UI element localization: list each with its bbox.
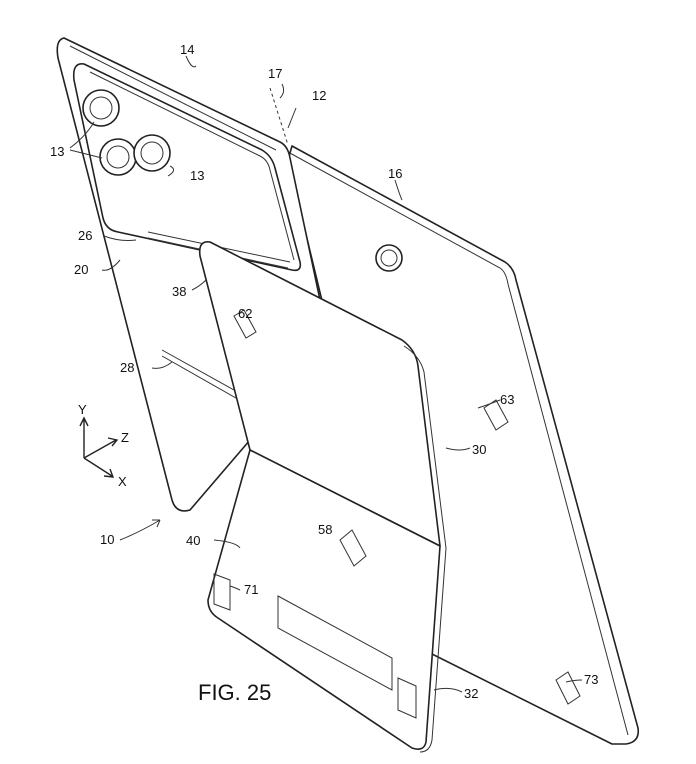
label-62: 62 xyxy=(238,306,252,321)
component-71 xyxy=(213,573,231,611)
coordinate-axes xyxy=(79,416,119,478)
left-housing-panel xyxy=(56,37,321,512)
rear-sensor-icon xyxy=(375,244,403,272)
label-13a: 13 xyxy=(50,144,64,159)
display-strip xyxy=(277,595,393,691)
label-28: 28 xyxy=(120,360,134,375)
label-12: 12 xyxy=(312,88,326,103)
axis-z-label: Z xyxy=(121,430,129,445)
label-30: 30 xyxy=(472,442,486,457)
label-40: 40 xyxy=(186,533,200,548)
label-20: 20 xyxy=(74,262,88,277)
label-71: 71 xyxy=(244,582,258,597)
label-10: 10 xyxy=(100,532,114,547)
label-38: 38 xyxy=(172,284,186,299)
component-62 xyxy=(233,309,257,339)
folding-card-30 xyxy=(198,240,447,753)
component-58 xyxy=(339,529,367,567)
label-13b: 13 xyxy=(190,168,204,183)
axis-y-label: Y xyxy=(78,402,87,417)
label-14: 14 xyxy=(180,42,194,57)
lower-flap-40 xyxy=(207,449,441,750)
label-58: 58 xyxy=(318,522,332,537)
label-32: 32 xyxy=(464,686,478,701)
component-73 xyxy=(555,671,581,705)
figure-caption: FIG. 25 xyxy=(198,680,271,705)
right-housing-panel xyxy=(287,145,640,745)
label-16: 16 xyxy=(388,166,402,181)
axis-x-label: X xyxy=(118,474,127,489)
leader-lines xyxy=(69,55,583,693)
camera-lens-icon xyxy=(82,89,171,176)
label-26: 26 xyxy=(78,228,92,243)
camera-module xyxy=(72,63,302,272)
label-17: 17 xyxy=(268,66,282,81)
label-73: 73 xyxy=(584,672,598,687)
label-63: 63 xyxy=(500,392,514,407)
